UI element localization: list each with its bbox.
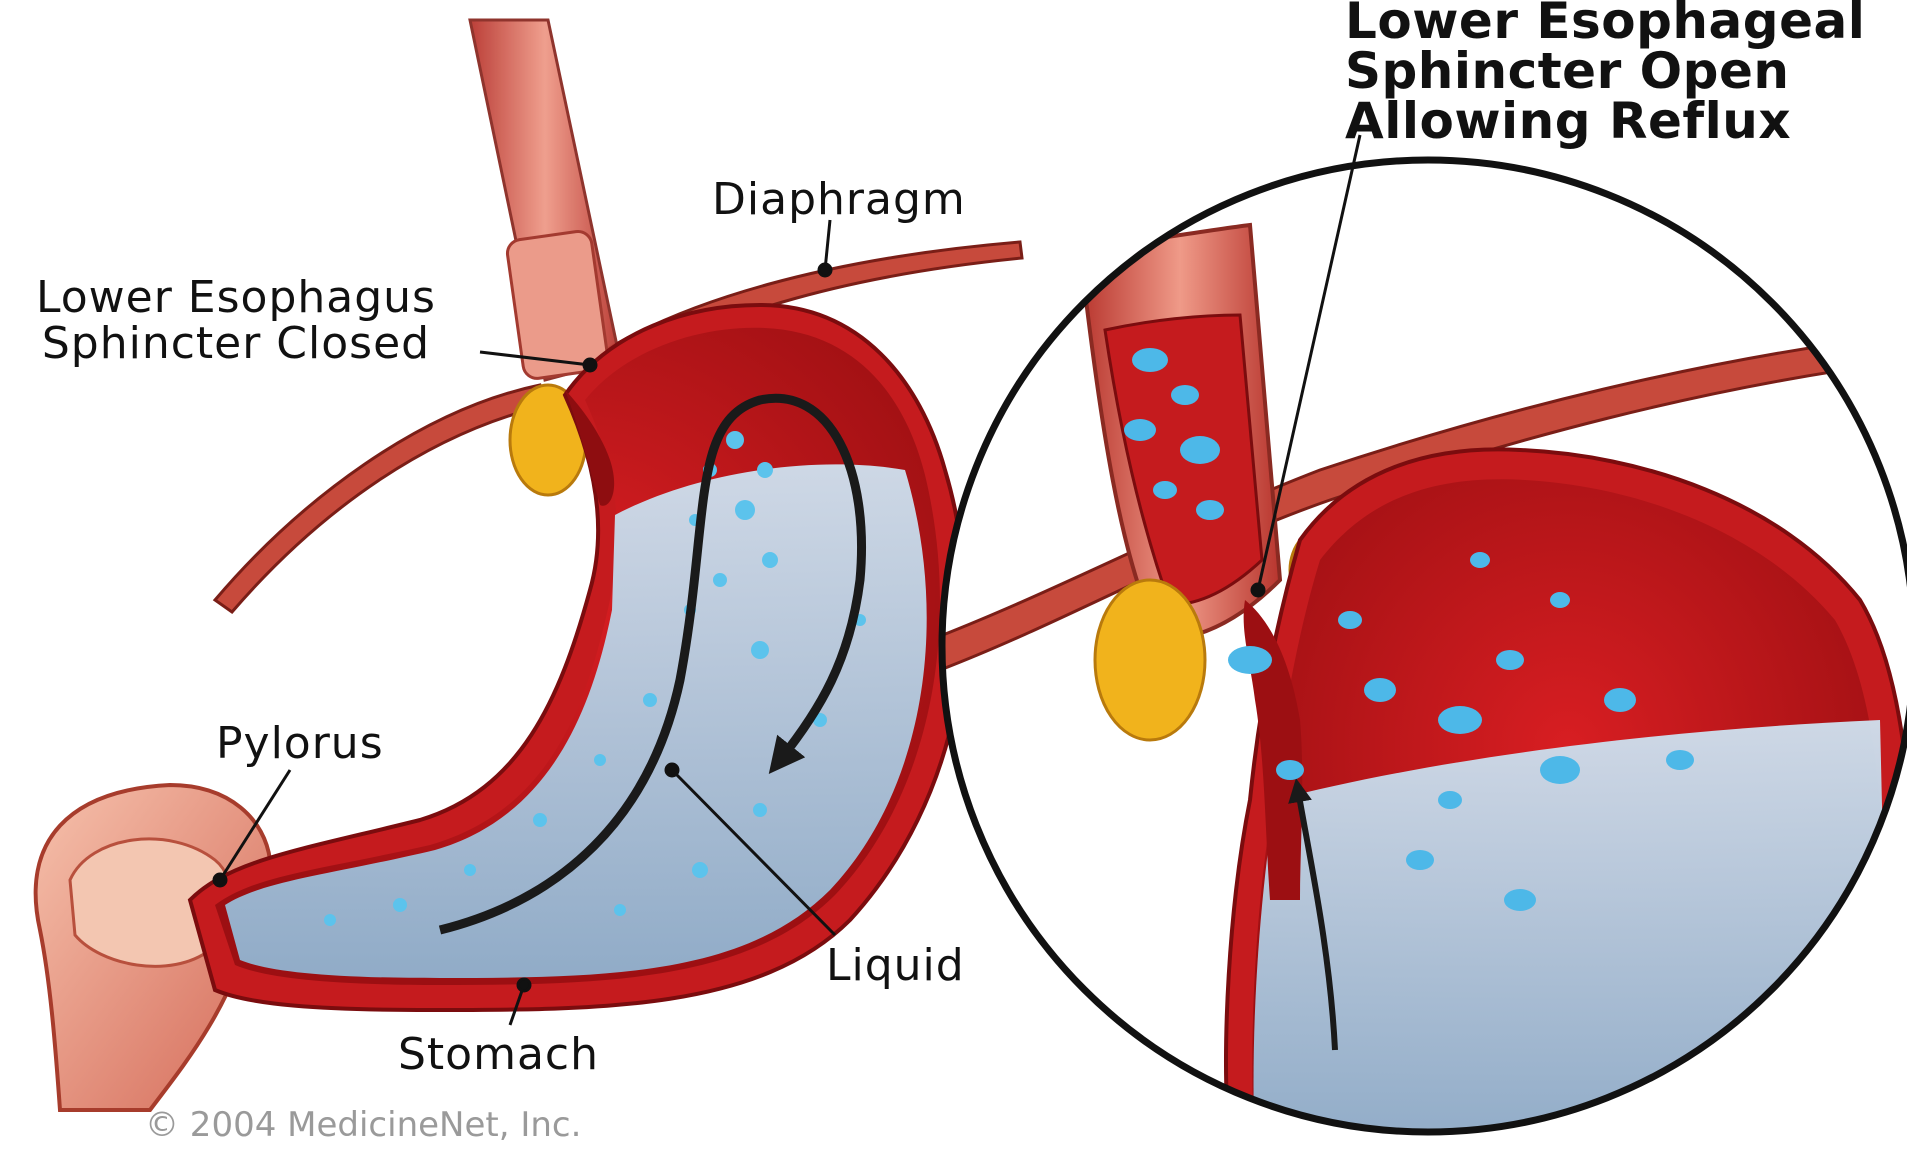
copyright-notice: © 2004 MedicineNet, Inc. <box>145 1105 581 1145</box>
label-liquid: Liquid <box>826 944 965 988</box>
label-pylorus: Pylorus <box>216 722 384 766</box>
label-lower-esophagus-closed-line2: Sphincter Closed <box>36 322 436 366</box>
label-lower-esophagus-closed-line1: Lower Esophagus <box>36 276 436 320</box>
label-stomach: Stomach <box>398 1033 599 1077</box>
label-lower-esophagus-closed: Lower Esophagus Sphincter Closed <box>36 276 436 366</box>
label-lower-esophageal-open-line3: Allowing Reflux <box>1345 96 1865 146</box>
leader-diaphragm <box>825 220 830 270</box>
label-lower-esophageal-open: Lower Esophageal Sphincter Open Allowing… <box>1345 0 1865 146</box>
label-diaphragm: Diaphragm <box>712 178 966 222</box>
stomach-magnified-liquid <box>1254 720 1890 1150</box>
label-lower-esophageal-open-line1: Lower Esophageal <box>1345 0 1865 46</box>
label-lower-esophageal-open-line2: Sphincter Open <box>1345 46 1865 96</box>
diaphragm-left-band <box>215 385 548 612</box>
magnified-circle <box>930 160 1907 1150</box>
fat-pad-magnified-left <box>1095 580 1205 740</box>
